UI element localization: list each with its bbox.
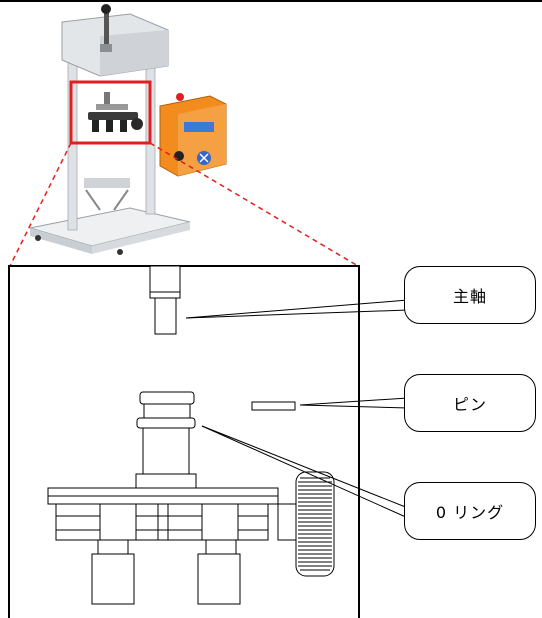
callout-o-ring-label: 0 リング	[435, 503, 505, 522]
zoom-line-right	[149, 142, 359, 267]
press-machine-image	[29, 4, 191, 255]
callout-pin: ピン	[404, 374, 536, 432]
highlight-box	[69, 80, 152, 145]
zoom-line-left	[9, 142, 72, 267]
control-box-icon	[159, 95, 227, 177]
callout-spindle-label: 主軸	[452, 287, 487, 306]
top-border	[0, 0, 542, 2]
leader-lines	[185, 299, 409, 519]
pin-drawing	[251, 401, 296, 411]
red-stop-button-icon	[176, 93, 184, 101]
jig-drawing	[47, 391, 297, 605]
spindle-drawing	[149, 265, 181, 335]
callout-spindle: 主軸	[404, 266, 536, 324]
callout-o-ring: 0 リング	[404, 482, 536, 540]
knurled-knob-drawing	[295, 471, 335, 577]
callout-pin-label: ピン	[452, 395, 487, 414]
